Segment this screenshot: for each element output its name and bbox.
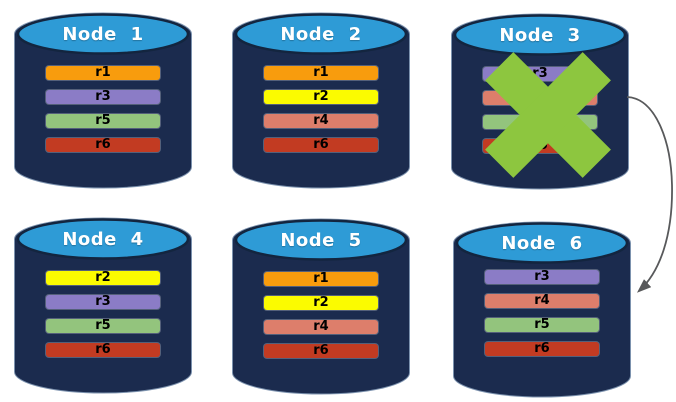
replica-bar: r4 <box>264 114 378 128</box>
replica-bar: r3 <box>485 270 599 284</box>
node-6: Node 6 r3 r4 r5 r6 <box>452 219 632 399</box>
replica-bar: r4 <box>485 294 599 308</box>
node-3-replicas: r3 r4 r5 r6 <box>483 67 597 163</box>
replica-label: r6 <box>313 137 329 152</box>
replica-label: r2 <box>313 89 329 104</box>
replica-label: r5 <box>532 114 548 129</box>
node-4-title: Node 4 <box>62 229 144 250</box>
replica-label: r4 <box>534 293 550 308</box>
node-2: Node 2 r1 r2 r4 r6 <box>231 10 411 190</box>
replica-bar: r6 <box>483 139 597 153</box>
replica-bar: r2 <box>264 296 378 310</box>
replica-bar: r5 <box>483 115 597 129</box>
replica-bar: r2 <box>264 90 378 104</box>
replica-bar: r1 <box>264 66 378 80</box>
replica-label: r5 <box>95 113 111 128</box>
replica-bar: r5 <box>46 319 160 333</box>
replica-bar: r3 <box>483 67 597 81</box>
replica-label: r5 <box>95 318 111 333</box>
replica-label: r4 <box>313 319 329 334</box>
replica-label: r6 <box>534 341 550 356</box>
replica-bar: r6 <box>46 138 160 152</box>
node-2-title: Node 2 <box>280 24 362 45</box>
failover-arrow-path <box>626 96 673 293</box>
replica-label: r3 <box>95 294 111 309</box>
replica-bar: r4 <box>483 91 597 105</box>
replica-label: r5 <box>534 317 550 332</box>
replica-label: r1 <box>313 271 329 286</box>
replica-label: r6 <box>532 138 548 153</box>
replica-bar: r6 <box>264 138 378 152</box>
replica-label: r3 <box>95 89 111 104</box>
node-6-replicas: r3 r4 r5 r6 <box>485 270 599 366</box>
replica-label: r3 <box>534 269 550 284</box>
replica-bar: r5 <box>485 318 599 332</box>
replica-label: r4 <box>313 113 329 128</box>
replica-bar: r1 <box>46 66 160 80</box>
node-1-replicas: r1 r3 r5 r6 <box>46 66 160 162</box>
node-6-title: Node 6 <box>501 233 583 254</box>
node-4: Node 4 r2 r3 r5 r6 <box>13 215 193 395</box>
replica-label: r3 <box>532 66 548 81</box>
replica-bar: r5 <box>46 114 160 128</box>
replica-label: r2 <box>313 295 329 310</box>
node-1-title: Node 1 <box>62 24 144 45</box>
replica-bar: r2 <box>46 271 160 285</box>
node-1: Node 1 r1 r3 r5 r6 <box>13 10 193 190</box>
node-4-replicas: r2 r3 r5 r6 <box>46 271 160 367</box>
replica-bar: r3 <box>46 90 160 104</box>
replica-label: r1 <box>313 65 329 80</box>
node-5: Node 5 r1 r2 r4 r6 <box>231 216 411 396</box>
replica-bar: r6 <box>485 342 599 356</box>
node-5-replicas: r1 r2 r4 r6 <box>264 272 378 368</box>
node-3: Node 3 r3 r4 r5 r6 <box>450 11 630 191</box>
replica-label: r6 <box>313 343 329 358</box>
replica-bar: r1 <box>264 272 378 286</box>
node-2-replicas: r1 r2 r4 r6 <box>264 66 378 162</box>
replica-bar: r6 <box>46 343 160 357</box>
node-3-title: Node 3 <box>499 25 581 46</box>
replica-bar: r4 <box>264 320 378 334</box>
replica-label: r6 <box>95 137 111 152</box>
replica-label: r2 <box>95 270 111 285</box>
replica-label: r6 <box>95 342 111 357</box>
replica-label: r4 <box>532 90 548 105</box>
replica-bar: r6 <box>264 344 378 358</box>
node-5-title: Node 5 <box>280 230 362 251</box>
replica-label: r1 <box>95 65 111 80</box>
replica-bar: r3 <box>46 295 160 309</box>
